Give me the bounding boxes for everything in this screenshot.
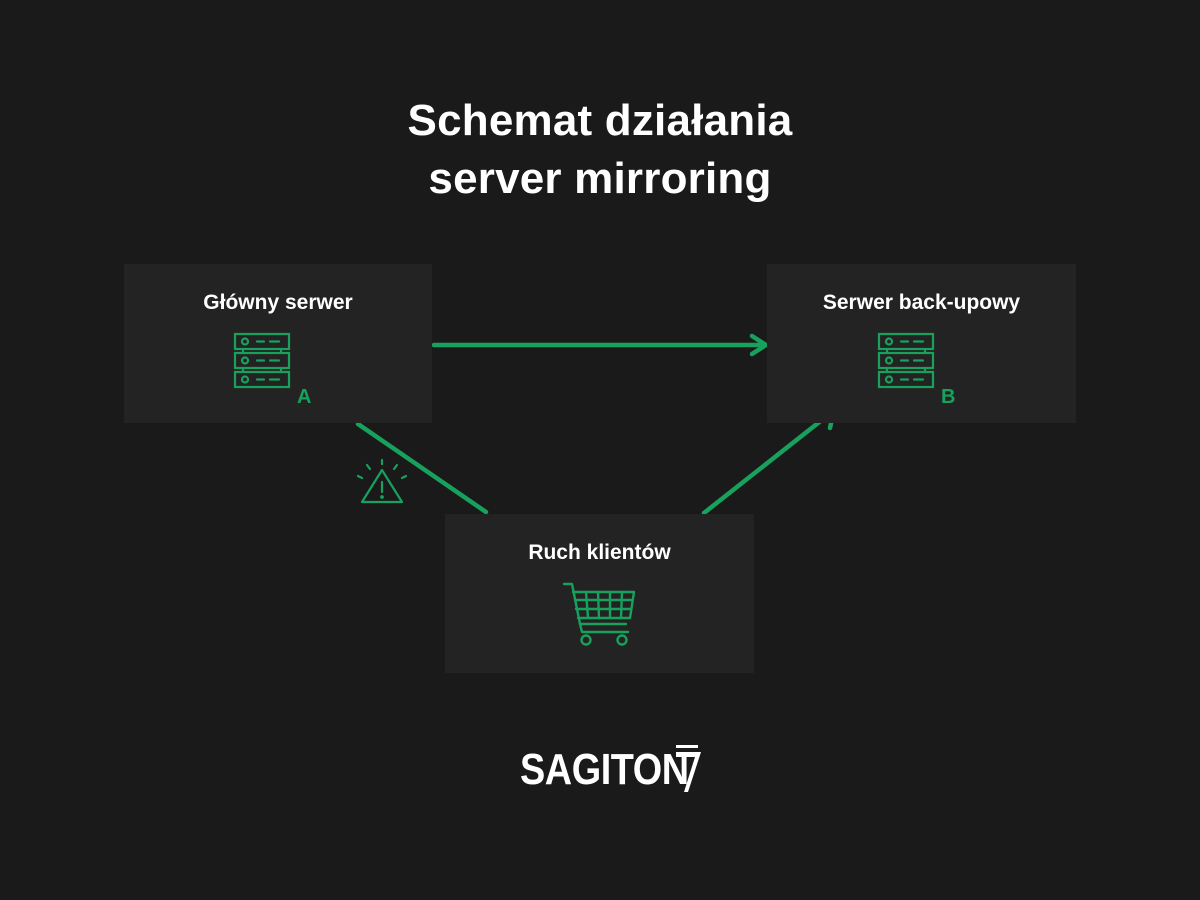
node-backup-server-tag: B bbox=[941, 386, 955, 408]
logo-text: SAGITON bbox=[520, 745, 689, 794]
title-line-1: Schemat działania bbox=[407, 96, 793, 145]
node-client-traffic: Ruch klientów bbox=[445, 514, 754, 673]
node-client-traffic-label: Ruch klientów bbox=[528, 541, 671, 564]
shopping-cart-icon bbox=[562, 582, 635, 646]
server-rack-icon: B bbox=[877, 332, 955, 408]
title-line-2: server mirroring bbox=[428, 154, 772, 203]
sagiton-logo: SAGITON bbox=[520, 740, 716, 800]
node-main-server: Główny serwer A bbox=[124, 264, 432, 423]
node-main-server-tag: A bbox=[297, 386, 311, 408]
node-backup-server: Serwer back-upowy B bbox=[767, 264, 1076, 423]
server-rack-icon: A bbox=[233, 332, 311, 408]
node-main-server-label: Główny serwer bbox=[203, 291, 353, 314]
warning-icon bbox=[356, 458, 408, 504]
edge-main-to-backup-arrowhead bbox=[749, 333, 769, 357]
diagram-title: Schemat działania server mirroring bbox=[0, 92, 1200, 208]
logo-seven-mark-icon bbox=[676, 745, 701, 792]
node-backup-server-label: Serwer back-upowy bbox=[822, 291, 1021, 314]
edge-client-to-backup bbox=[701, 409, 835, 516]
